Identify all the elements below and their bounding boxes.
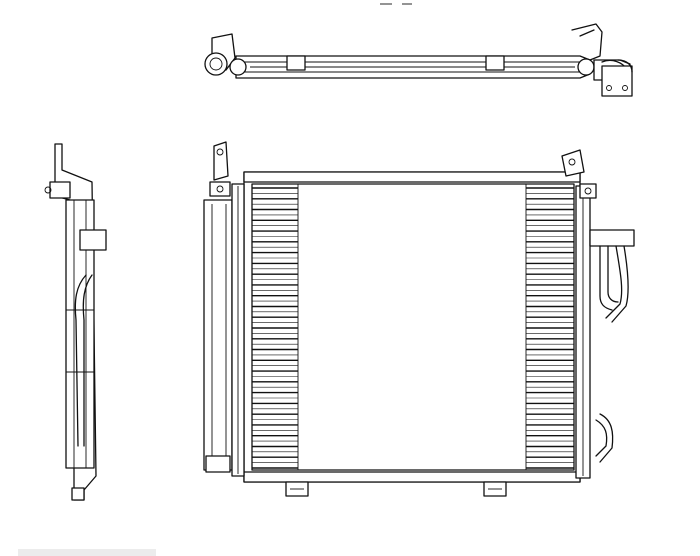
core-tubes-right	[526, 187, 574, 469]
side-view	[44, 143, 107, 501]
front-view	[203, 141, 635, 497]
top-view	[204, 3, 633, 97]
bottom-scrollbar	[18, 549, 156, 556]
core-tubes-left	[252, 187, 298, 469]
